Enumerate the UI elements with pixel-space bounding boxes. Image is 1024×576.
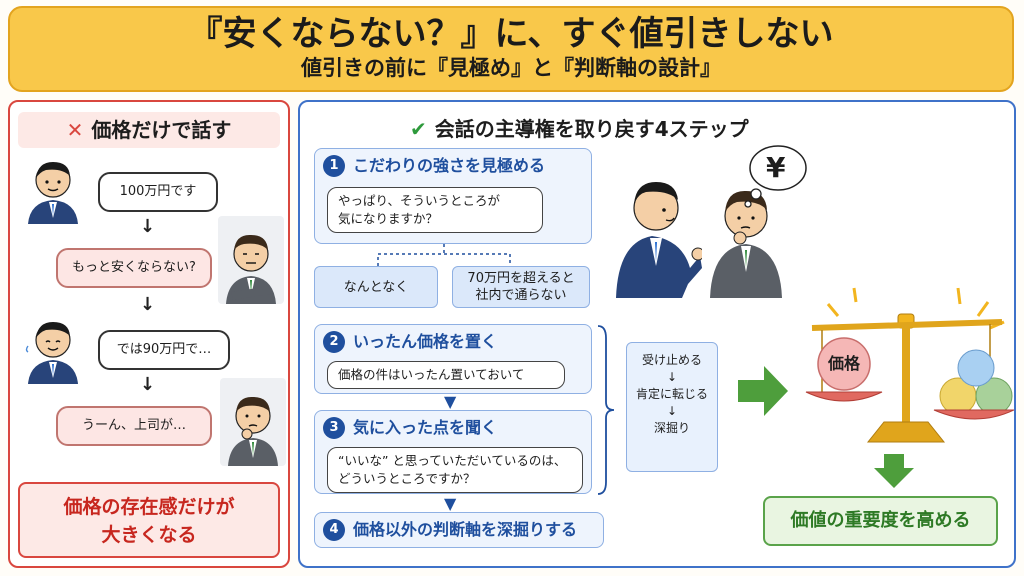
step-number: 3	[323, 417, 345, 439]
customer-thinking-figure	[220, 378, 286, 466]
step-3: 3 気に入った点を聞く “いいな” と思っていただいているのは、 どういうところで…	[314, 410, 592, 494]
left-heading-label: 価格だけで話す	[91, 118, 232, 142]
branch-connector	[377, 244, 511, 266]
salesperson-pointing-figure	[616, 182, 702, 298]
cross-icon: ✕	[66, 118, 84, 142]
page-title: 『安くならない？』に、すぐ値引きしない	[188, 14, 834, 54]
step-1: 1 こだわりの強さを見極める やっぱり、そういうところが 気になりますか？	[314, 148, 592, 244]
left-heading: ✕ 価格だけで話す	[18, 112, 280, 148]
step-2: 2 いったん価格を置く 価格の件はいったん置いておいて	[314, 324, 592, 394]
step-title: いったん価格を置く	[353, 332, 498, 351]
check-icon: ✔	[410, 117, 427, 141]
step-number: 4	[323, 519, 345, 541]
speech-bubble-customer: うーん、上司が…	[56, 406, 212, 446]
salesperson-figure	[28, 162, 78, 224]
down-arrow: ↓	[140, 294, 156, 315]
down-arrow-icon	[874, 454, 914, 488]
option-vague: なんとなく	[314, 266, 438, 308]
scale-price-label: 価格	[827, 354, 860, 373]
down-arrow: ↓	[140, 216, 156, 237]
customer-thinking-figure	[710, 190, 782, 298]
right-panel-four-steps: ✔ 会話の主導権を取り戻す4ステップ 1 こだわりの強さを見極める やっぱり、そうい…	[298, 100, 1016, 568]
thought-bubble	[744, 145, 807, 208]
step-title: 気に入った点を聞く	[353, 418, 498, 437]
step-title: 価格以外の判断軸を深掘りする	[353, 520, 578, 539]
right-arrow-icon	[738, 366, 788, 416]
customer-figure	[218, 216, 284, 304]
reaction-flow: 受け止める ↓ 肯定に転じる ↓ 深掘り	[626, 342, 718, 472]
conclusion-line-2: 大きくなる	[101, 524, 197, 546]
speech-bubble: 100万円です	[98, 172, 218, 212]
step-4: 4 価格以外の判断軸を深掘りする	[314, 512, 604, 548]
right-heading-label: 会話の主導権を取り戻す4ステップ	[434, 117, 749, 141]
right-heading: ✔ 会話の主導権を取り戻す4ステップ	[410, 114, 749, 144]
step-quote: “いいな” と思っていただいているのは、 どういうところですか？	[327, 447, 583, 493]
speech-bubble-customer: もっと安くならない?	[56, 248, 212, 288]
speech-bubble: では90万円で…	[98, 330, 230, 370]
step-quote: やっぱり、そういうところが 気になりますか？	[327, 187, 543, 233]
left-panel-price-only: ✕ 価格だけで話す 100万円です ↓ もっと安くならない? ↓ では90万円で……	[8, 100, 290, 568]
down-arrow: ▼	[444, 494, 457, 513]
down-arrow: ▼	[444, 392, 457, 411]
step-title: こだわりの強さを見極める	[353, 156, 546, 175]
page-subtitle: 値引きの前に『見極め』と『判断軸の設計』	[301, 56, 721, 80]
conclusion-line-1: 価格の存在感だけが	[63, 496, 235, 518]
title-banner: 『安くならない？』に、すぐ値引きしない 値引きの前に『見極め』と『判断軸の設計』	[8, 6, 1014, 92]
left-conclusion: 価格の存在感だけが 大きくなる	[18, 482, 280, 558]
result-box: 価値の重要度を高める	[763, 496, 998, 546]
step-number: 1	[323, 155, 345, 177]
step-quote: 価格の件はいったん置いておいて	[327, 361, 565, 389]
option-budget-limit: 70万円を超えると 社内で通らない	[452, 266, 590, 308]
balance-scale-illustration	[805, 287, 1014, 443]
down-arrow: ↓	[140, 374, 156, 395]
yen-icon: ¥	[766, 151, 786, 184]
step-number: 2	[323, 331, 345, 353]
bracket	[597, 325, 615, 495]
salesperson-figure	[25, 322, 78, 384]
